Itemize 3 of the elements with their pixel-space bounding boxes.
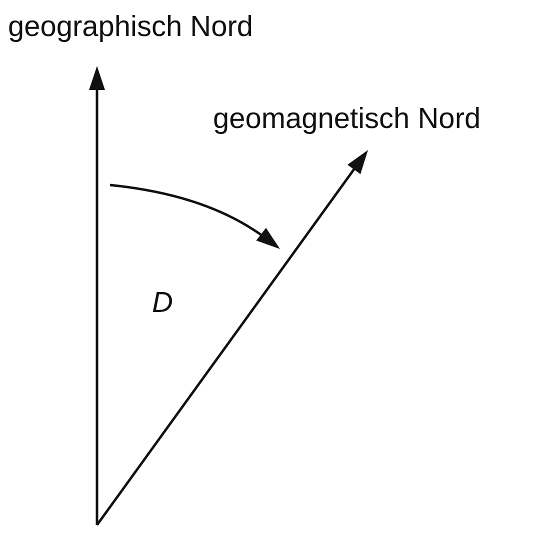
direction-label: geomagnetisch Nord xyxy=(213,102,481,136)
direction-label: geographisch Nord xyxy=(8,10,254,44)
angle-label: D xyxy=(152,286,173,320)
